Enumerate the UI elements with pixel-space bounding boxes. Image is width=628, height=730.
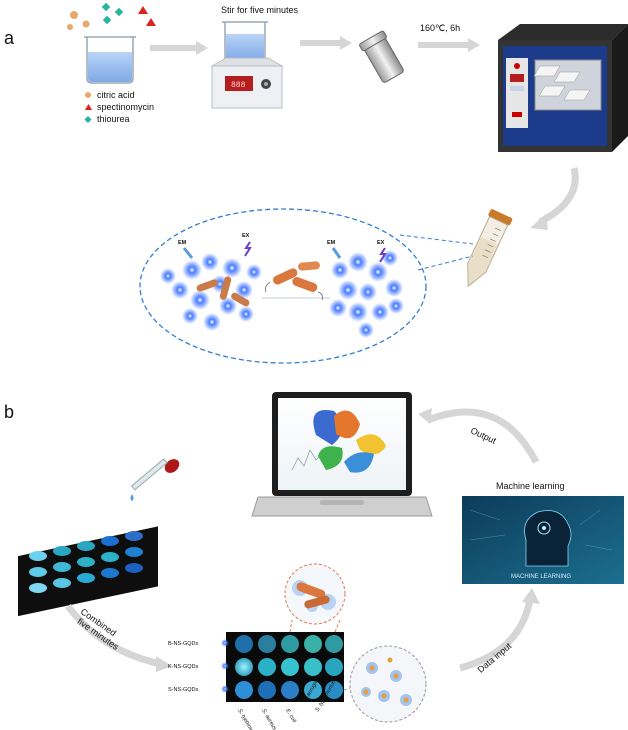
citric-acid-marker	[85, 92, 91, 98]
row-label-b-ns-gqds: B-NS-GQDs	[168, 641, 199, 647]
thiourea-marker	[84, 115, 92, 124]
row-label-s-ns-gqds: S-NS-GQDs	[168, 687, 199, 693]
combined-arrow	[65, 603, 161, 668]
ex-arrow-left	[244, 241, 252, 257]
row-indicator-k	[221, 662, 229, 670]
legend-spectinomycin: spectinomycin	[97, 102, 154, 112]
row-indicator-b	[221, 639, 229, 647]
em-arrow-left	[182, 247, 194, 259]
qd-cluster-left	[160, 253, 262, 331]
data-input-arrow	[459, 599, 534, 672]
temperature-label: 160℃, 6h	[420, 23, 460, 33]
col-label-s-typhimurium: S. typhimurium	[236, 708, 260, 730]
output-label: Output	[469, 425, 498, 446]
zoom-circle-right	[349, 645, 427, 723]
legend-thiourea: thiourea	[97, 114, 130, 124]
autoclave-vessel	[359, 30, 404, 83]
magnetic-stirrer: 888	[210, 21, 284, 109]
panel-b-letter: b	[4, 402, 14, 422]
bacteria-middle	[265, 261, 323, 301]
ml-banner: MACHINE LEARNING	[511, 574, 571, 580]
qd-cluster-right	[329, 250, 404, 338]
col-label-e-coli: E. coli	[284, 708, 297, 725]
dropper	[130, 458, 180, 501]
panel-a-letter: a	[4, 28, 15, 48]
legend-citric-acid: citric acid	[97, 90, 135, 100]
curved-arrow-oven-to-tube	[538, 167, 579, 226]
svg-text:888: 888	[231, 81, 246, 90]
spectinomycin-marker	[85, 104, 92, 110]
well-plate-left	[18, 526, 158, 617]
row-indicator-s	[221, 685, 229, 693]
well-plate-left-wells	[29, 531, 143, 593]
callout-line-bottom	[417, 255, 474, 271]
row-label-k-ns-gqds: K-NS-GQDs	[168, 664, 199, 670]
zoom-line-top-right	[334, 619, 341, 633]
ml-title: Machine learning	[496, 481, 565, 491]
ex-label-left: EX	[242, 233, 250, 239]
qd-binding-zoom	[361, 657, 412, 706]
em-arrow-right	[331, 247, 342, 259]
col-label-s-aureus: S. aureus	[260, 708, 277, 730]
em-label-right: EM	[327, 240, 336, 246]
beaker	[84, 36, 136, 84]
zoom-ellipse	[139, 208, 427, 364]
stir-label: Stir for five minutes	[221, 5, 299, 15]
zoom-line-top-left	[289, 619, 293, 633]
output-arrow	[426, 408, 540, 464]
centrifuge-tube	[467, 209, 513, 288]
machine-learning-image: MACHINE LEARNING	[462, 496, 624, 584]
drying-oven	[498, 24, 628, 152]
bacteria-qd-zoom	[292, 580, 336, 612]
reagent-particles	[67, 2, 156, 30]
reagent-legend: citric acid spectinomycin thiourea	[84, 90, 154, 124]
result-plate-wells	[235, 635, 343, 699]
ex-label-right: EX	[377, 240, 385, 246]
em-label-left: EM	[178, 240, 187, 246]
laptop	[251, 392, 433, 517]
ex-arrow-right	[379, 247, 387, 263]
callout-line-top	[399, 234, 474, 245]
